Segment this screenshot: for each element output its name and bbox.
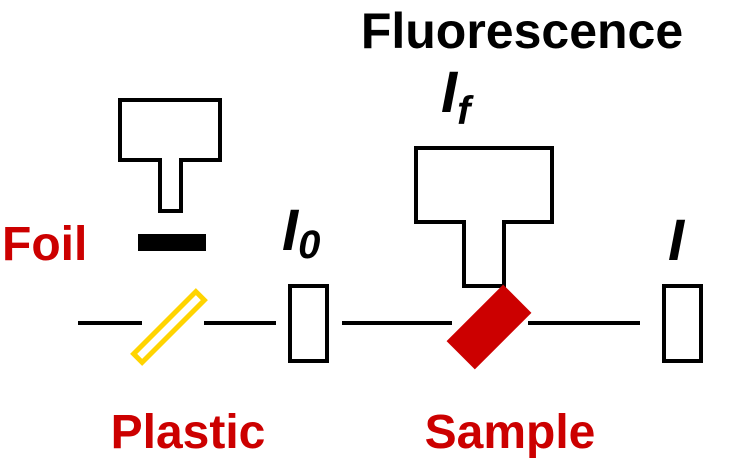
fluorescence-label: Fluorescence — [361, 3, 683, 59]
if-label-main: I — [441, 60, 459, 125]
fluorescence-detector — [414, 146, 554, 288]
i0-label-sub: 0 — [298, 223, 320, 267]
foil — [138, 234, 206, 251]
i0-label-main: I — [282, 198, 300, 263]
sample-label: Sample — [425, 406, 596, 459]
foil-label: Foil — [2, 218, 87, 271]
plastic-label: Plastic — [111, 406, 266, 459]
i-chamber — [662, 284, 703, 363]
plastic — [130, 288, 208, 366]
if-label: If — [441, 60, 474, 133]
i-label: I — [668, 208, 686, 273]
i0-chamber — [288, 284, 329, 363]
if-label-sub: f — [457, 89, 474, 133]
i0-label: I0 — [282, 198, 320, 267]
foil-detector — [118, 98, 222, 213]
sample — [446, 284, 532, 370]
